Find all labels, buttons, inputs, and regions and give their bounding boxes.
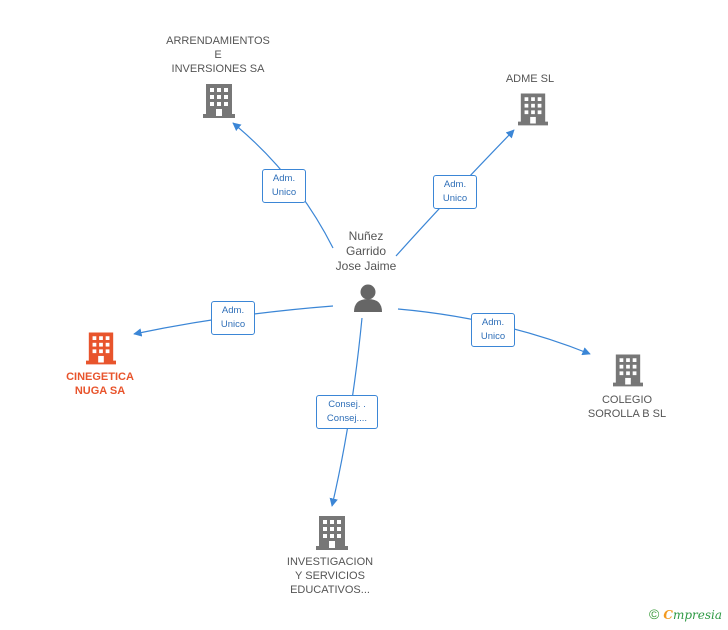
relation-label-line: Unico xyxy=(271,187,297,198)
relation-label-investigacion: Consej. . Consej.... xyxy=(316,395,378,429)
relation-label-line: Unico xyxy=(220,319,246,330)
relation-label-line: Adm. xyxy=(443,179,467,190)
relation-label-line: Adm. xyxy=(221,305,245,316)
person-name-line: Garrido xyxy=(345,244,386,258)
company-label-line: INVERSIONES SA xyxy=(171,63,265,75)
company-label-line: Y SERVICIOS xyxy=(295,570,365,582)
relation-label-adme: Adm. Unico xyxy=(433,175,477,209)
building-icon-arrendamientos[interactable] xyxy=(203,84,235,118)
person-name-line: Nuñez xyxy=(348,229,384,243)
company-label-line: EDUCATIVOS... xyxy=(290,584,370,596)
company-label-colegio[interactable]: COLEGIO SOROLLA B SL xyxy=(572,393,682,421)
relation-label-cinegetica: Adm. Unico xyxy=(211,301,255,335)
relation-label-arrendamientos: Adm. Unico xyxy=(262,169,306,203)
brand-logo: Cmpresia xyxy=(663,608,722,622)
building-icon-investigacion[interactable] xyxy=(316,516,348,550)
building-icon-adme[interactable] xyxy=(518,93,548,126)
relation-label-line: Adm. xyxy=(272,173,296,184)
relation-label-colegio: Adm. Unico xyxy=(471,313,515,347)
company-label-line: ARRENDAMIENTOS xyxy=(166,35,270,47)
building-icon-colegio[interactable] xyxy=(613,354,643,387)
person-name-line: Jose Jaime xyxy=(335,259,397,273)
relation-label-line: Consej. . xyxy=(328,399,366,410)
company-label-adme[interactable]: ADME SL xyxy=(488,72,572,86)
copyright-icon: © xyxy=(649,606,660,622)
brand-initial: C xyxy=(663,608,673,622)
brand-name: mpresia xyxy=(672,608,722,622)
company-label-line: INVESTIGACION xyxy=(286,556,374,568)
footer-brand[interactable]: ©Cmpresia xyxy=(649,606,722,622)
company-label-cinegetica[interactable]: CINEGETICA NUGA SA xyxy=(52,370,148,398)
building-icon-cinegetica[interactable] xyxy=(86,332,116,365)
relation-label-line: Unico xyxy=(480,331,506,342)
company-label-arrendamientos[interactable]: ARRENDAMIENTOS E INVERSIONES SA xyxy=(148,34,288,76)
relation-label-line: Consej.... xyxy=(326,413,368,424)
company-label-line: COLEGIO xyxy=(601,394,653,406)
company-label-investigacion[interactable]: INVESTIGACION Y SERVICIOS EDUCATIVOS... xyxy=(272,555,388,597)
relation-label-line: Adm. xyxy=(481,317,505,328)
relation-label-line: Unico xyxy=(442,193,468,204)
person-icon[interactable] xyxy=(354,284,382,313)
company-label-line: E xyxy=(214,49,222,61)
company-label-line: SOROLLA B SL xyxy=(587,408,667,420)
company-label-line: ADME SL xyxy=(505,73,555,85)
person-name[interactable]: Nuñez Garrido Jose Jaime xyxy=(318,229,414,274)
company-label-line: CINEGETICA xyxy=(66,371,134,383)
company-label-line: NUGA SA xyxy=(74,385,126,397)
